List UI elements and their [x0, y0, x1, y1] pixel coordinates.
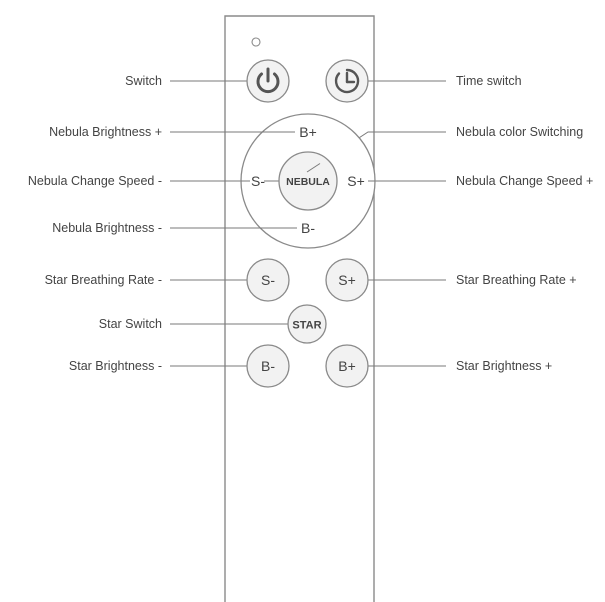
nebula-button-label: NEBULA [286, 176, 330, 188]
label-time-switch: Time switch [456, 74, 522, 88]
star-brightness-plus-label: B+ [338, 358, 356, 374]
indicator-led [251, 37, 261, 47]
star-breathing-plus-button[interactable]: S+ [325, 258, 369, 302]
leader-lines [170, 80, 446, 367]
label-star-switch: Star Switch [98, 317, 162, 331]
label-star-brightness-minus: Star Brightness - [68, 359, 162, 373]
star-breathing-minus-label: S- [261, 272, 275, 288]
nebula-brightness-plus-button[interactable]: B+ [299, 124, 317, 140]
label-nebula-color-switching: Nebula color Switching [456, 125, 584, 139]
remote-body [224, 15, 375, 602]
nebula-button[interactable]: NEBULA [278, 151, 338, 211]
nebula-speed-minus-button[interactable]: S- [251, 173, 265, 189]
label-nebula-brightness-minus: Nebula Brightness - [52, 221, 162, 235]
label-nebula-speed-plus: Nebula Change Speed + [456, 174, 594, 188]
label-switch: Switch [125, 74, 162, 88]
label-star-breathing-minus: Star Breathing Rate - [44, 273, 162, 287]
timer-icon [334, 68, 360, 94]
leader-nebula-color-overlay [306, 163, 321, 173]
label-nebula-speed-minus: Nebula Change Speed - [27, 174, 162, 188]
label-star-brightness-plus: Star Brightness + [456, 359, 553, 373]
timer-button[interactable] [325, 59, 369, 103]
leader-lines-overlay [240, 131, 375, 229]
star-switch-label: STAR [292, 320, 321, 332]
star-brightness-plus-button[interactable]: B+ [325, 344, 369, 388]
nebula-brightness-minus-button[interactable]: B- [301, 220, 315, 236]
power-button[interactable] [246, 59, 290, 103]
star-breathing-minus-button[interactable]: S- [246, 258, 290, 302]
star-switch-button[interactable]: STAR [287, 304, 327, 344]
star-brightness-minus-label: B- [261, 358, 275, 374]
nebula-speed-plus-button[interactable]: S+ [347, 173, 365, 189]
label-nebula-brightness-plus: Nebula Brightness + [49, 125, 162, 139]
star-brightness-minus-button[interactable]: B- [246, 344, 290, 388]
power-icon [256, 67, 280, 94]
label-star-breathing-plus: Star Breathing Rate + [456, 273, 577, 287]
star-breathing-plus-label: S+ [338, 272, 356, 288]
